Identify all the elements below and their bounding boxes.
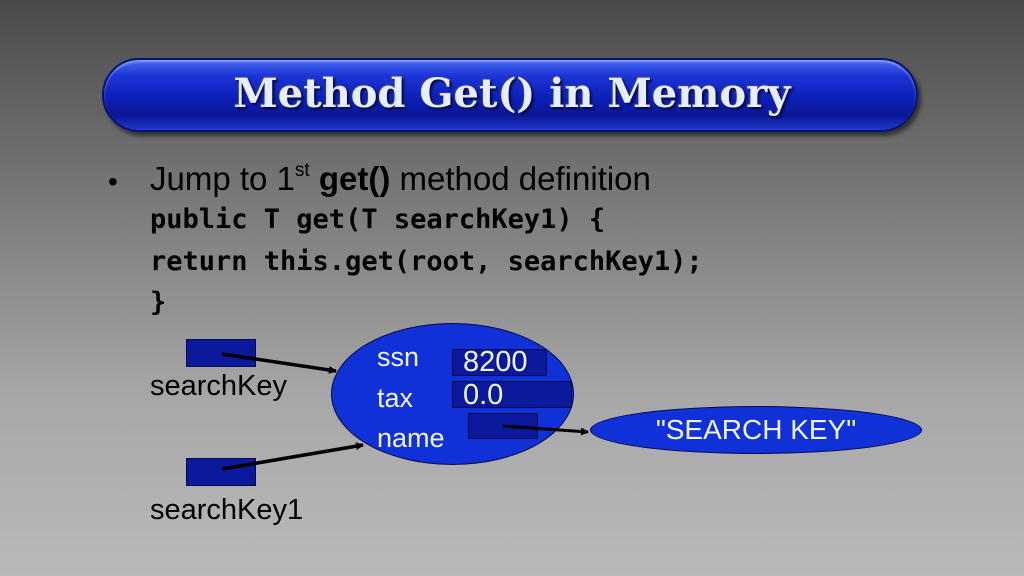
searchkey1-label: searchKey1 xyxy=(150,494,304,526)
field-value-ssn: 8200 xyxy=(463,346,528,378)
string-object-ellipse xyxy=(590,406,922,454)
bullet-prefix: Jump to 1 xyxy=(150,160,295,197)
searchkey-arrow xyxy=(221,352,337,374)
code-line-2: return this.get(root, searchKey1); xyxy=(150,246,703,277)
bullet-bold-method: get() xyxy=(318,160,391,197)
field-value-tax: 0.0 xyxy=(463,379,504,411)
bullet-superscript: st xyxy=(294,160,310,181)
bullet-text: Jump to 1st get() method definition xyxy=(150,160,651,198)
slide-title: Method Get() in Memory xyxy=(233,70,791,117)
searchkey1-reference-box xyxy=(186,458,256,486)
searchkey-label: searchKey xyxy=(150,370,288,402)
code-line-3: } xyxy=(150,287,167,318)
field-box-name xyxy=(468,413,538,439)
string-object-value: "SEARCH KEY" xyxy=(655,414,857,445)
field-label-tax: tax xyxy=(377,383,414,413)
name-field-arrow xyxy=(502,424,589,436)
bullet-marker: • xyxy=(108,166,118,197)
field-box-tax xyxy=(452,381,572,408)
bullet-suffix: method definition xyxy=(390,160,651,197)
field-box-ssn xyxy=(452,349,547,376)
code-line-1: public T get(T searchKey1) { xyxy=(150,204,606,235)
title-bar xyxy=(102,58,918,132)
searchkey-reference-box xyxy=(186,339,256,367)
field-label-ssn: ssn xyxy=(377,342,420,372)
searchkey1-arrow xyxy=(221,442,364,471)
field-label-name: name xyxy=(377,423,445,453)
